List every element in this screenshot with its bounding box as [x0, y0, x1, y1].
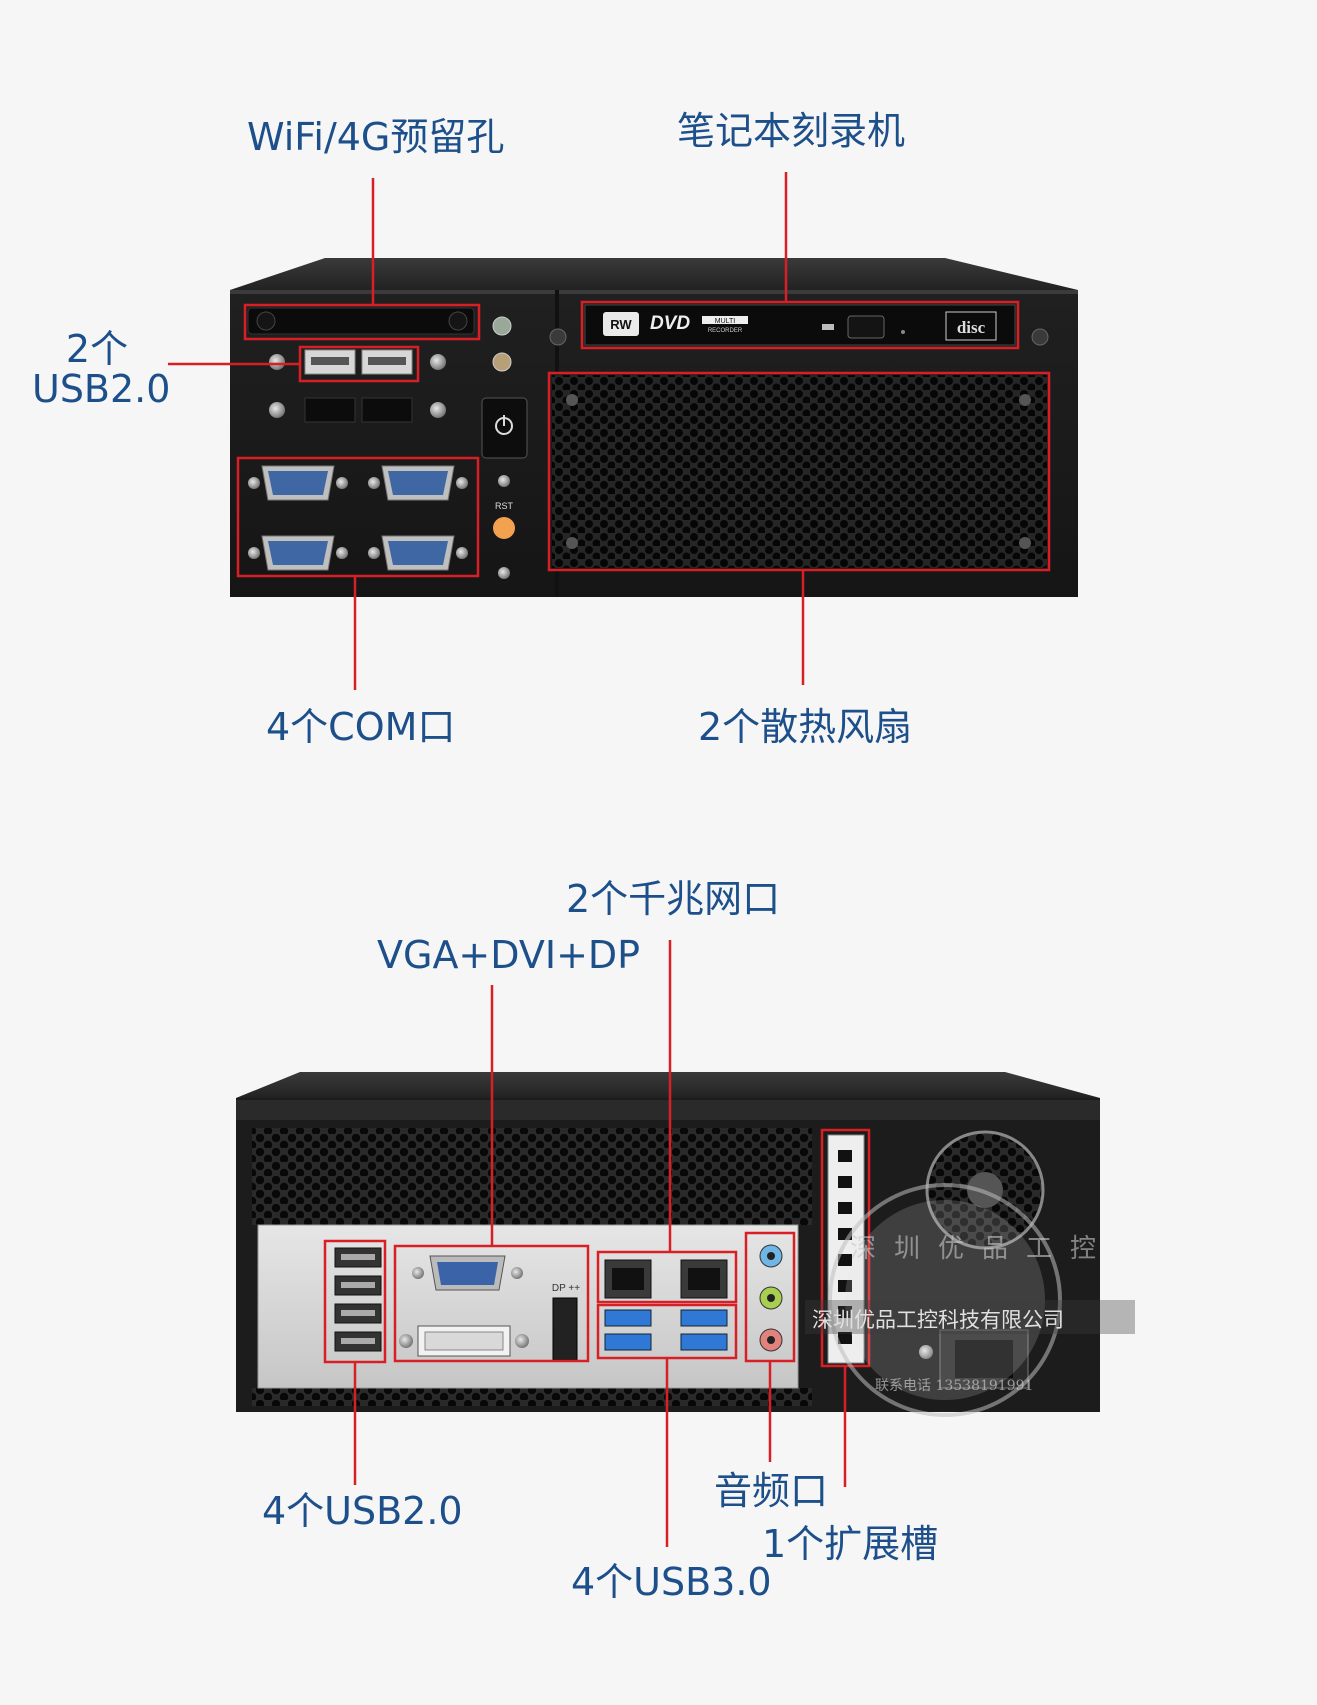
bottom-callouts — [323, 940, 871, 1547]
reset-button: RST — [493, 475, 515, 579]
dvd-logo: DVD — [650, 313, 690, 334]
front-usb-type: USB2.0 — [32, 366, 171, 411]
cooling-fans-label: 2个散热风扇 — [698, 705, 913, 749]
multi-text: MULTI — [715, 318, 736, 325]
wifi-callout-box — [243, 303, 481, 341]
watermark-circle-text: 深圳优品工控 — [850, 1234, 1115, 1264]
rw-badge: RW — [610, 317, 632, 332]
indicator-leds — [492, 316, 512, 372]
com-ports-label: 4个COM口 — [266, 705, 456, 749]
expansion-slot — [827, 1134, 865, 1364]
com-ports — [248, 465, 468, 571]
recorder-text: RECORDER — [708, 328, 743, 334]
disc-logo: disc — [957, 318, 986, 337]
watermark-contact: 联系电话 13538191991 — [875, 1378, 1034, 1394]
chassis-screws-top — [549, 328, 1049, 346]
audio-jacks — [759, 1244, 783, 1352]
gigabit-lan-label: 2个千兆网口 — [566, 877, 781, 921]
power-inlet — [919, 1329, 1029, 1389]
optical-drive: RW DVD MULTI RECORDER disc — [584, 304, 1016, 346]
wifi-antenna-holes — [247, 307, 475, 335]
video-output-label: VGA+DVI+DP — [377, 933, 641, 977]
video-ports: DP ++ — [399, 1255, 580, 1361]
lan-callout-box — [596, 1250, 738, 1304]
lan-ports — [604, 1259, 728, 1299]
fan-callout-box — [547, 371, 1051, 572]
usb3-label: 4个USB3.0 — [571, 1560, 772, 1604]
top-callouts — [168, 172, 1051, 690]
rst-label: RST — [495, 501, 514, 511]
psu-fan — [925, 1130, 1045, 1250]
usb3-ports — [604, 1309, 728, 1351]
front-usb-ports — [304, 349, 413, 423]
front-usb-label: 2个 USB2.0 — [32, 327, 171, 411]
watermark-seal — [805, 1183, 1135, 1417]
wifi-4g-label: WiFi/4G预留孔 — [247, 115, 505, 159]
rear-usb2-label: 4个USB2.0 — [262, 1489, 463, 1533]
dp-label: DP ++ — [552, 1283, 580, 1294]
front-screws — [269, 354, 446, 418]
watermark-company: 深圳优品工控科技有限公司 — [812, 1308, 1064, 1332]
com-callout-box — [236, 456, 480, 578]
burner-callout-box — [580, 300, 1020, 350]
rear-usb2-ports — [334, 1247, 382, 1352]
notebook-burner-label: 笔记本刻录机 — [677, 109, 906, 153]
front-usb-count: 2个 — [65, 327, 129, 371]
fan-grille — [552, 375, 1047, 568]
expansion-slot-label: 1个扩展槽 — [762, 1522, 939, 1566]
power-button — [481, 397, 528, 459]
audio-ports-label: 音频口 — [714, 1469, 829, 1513]
